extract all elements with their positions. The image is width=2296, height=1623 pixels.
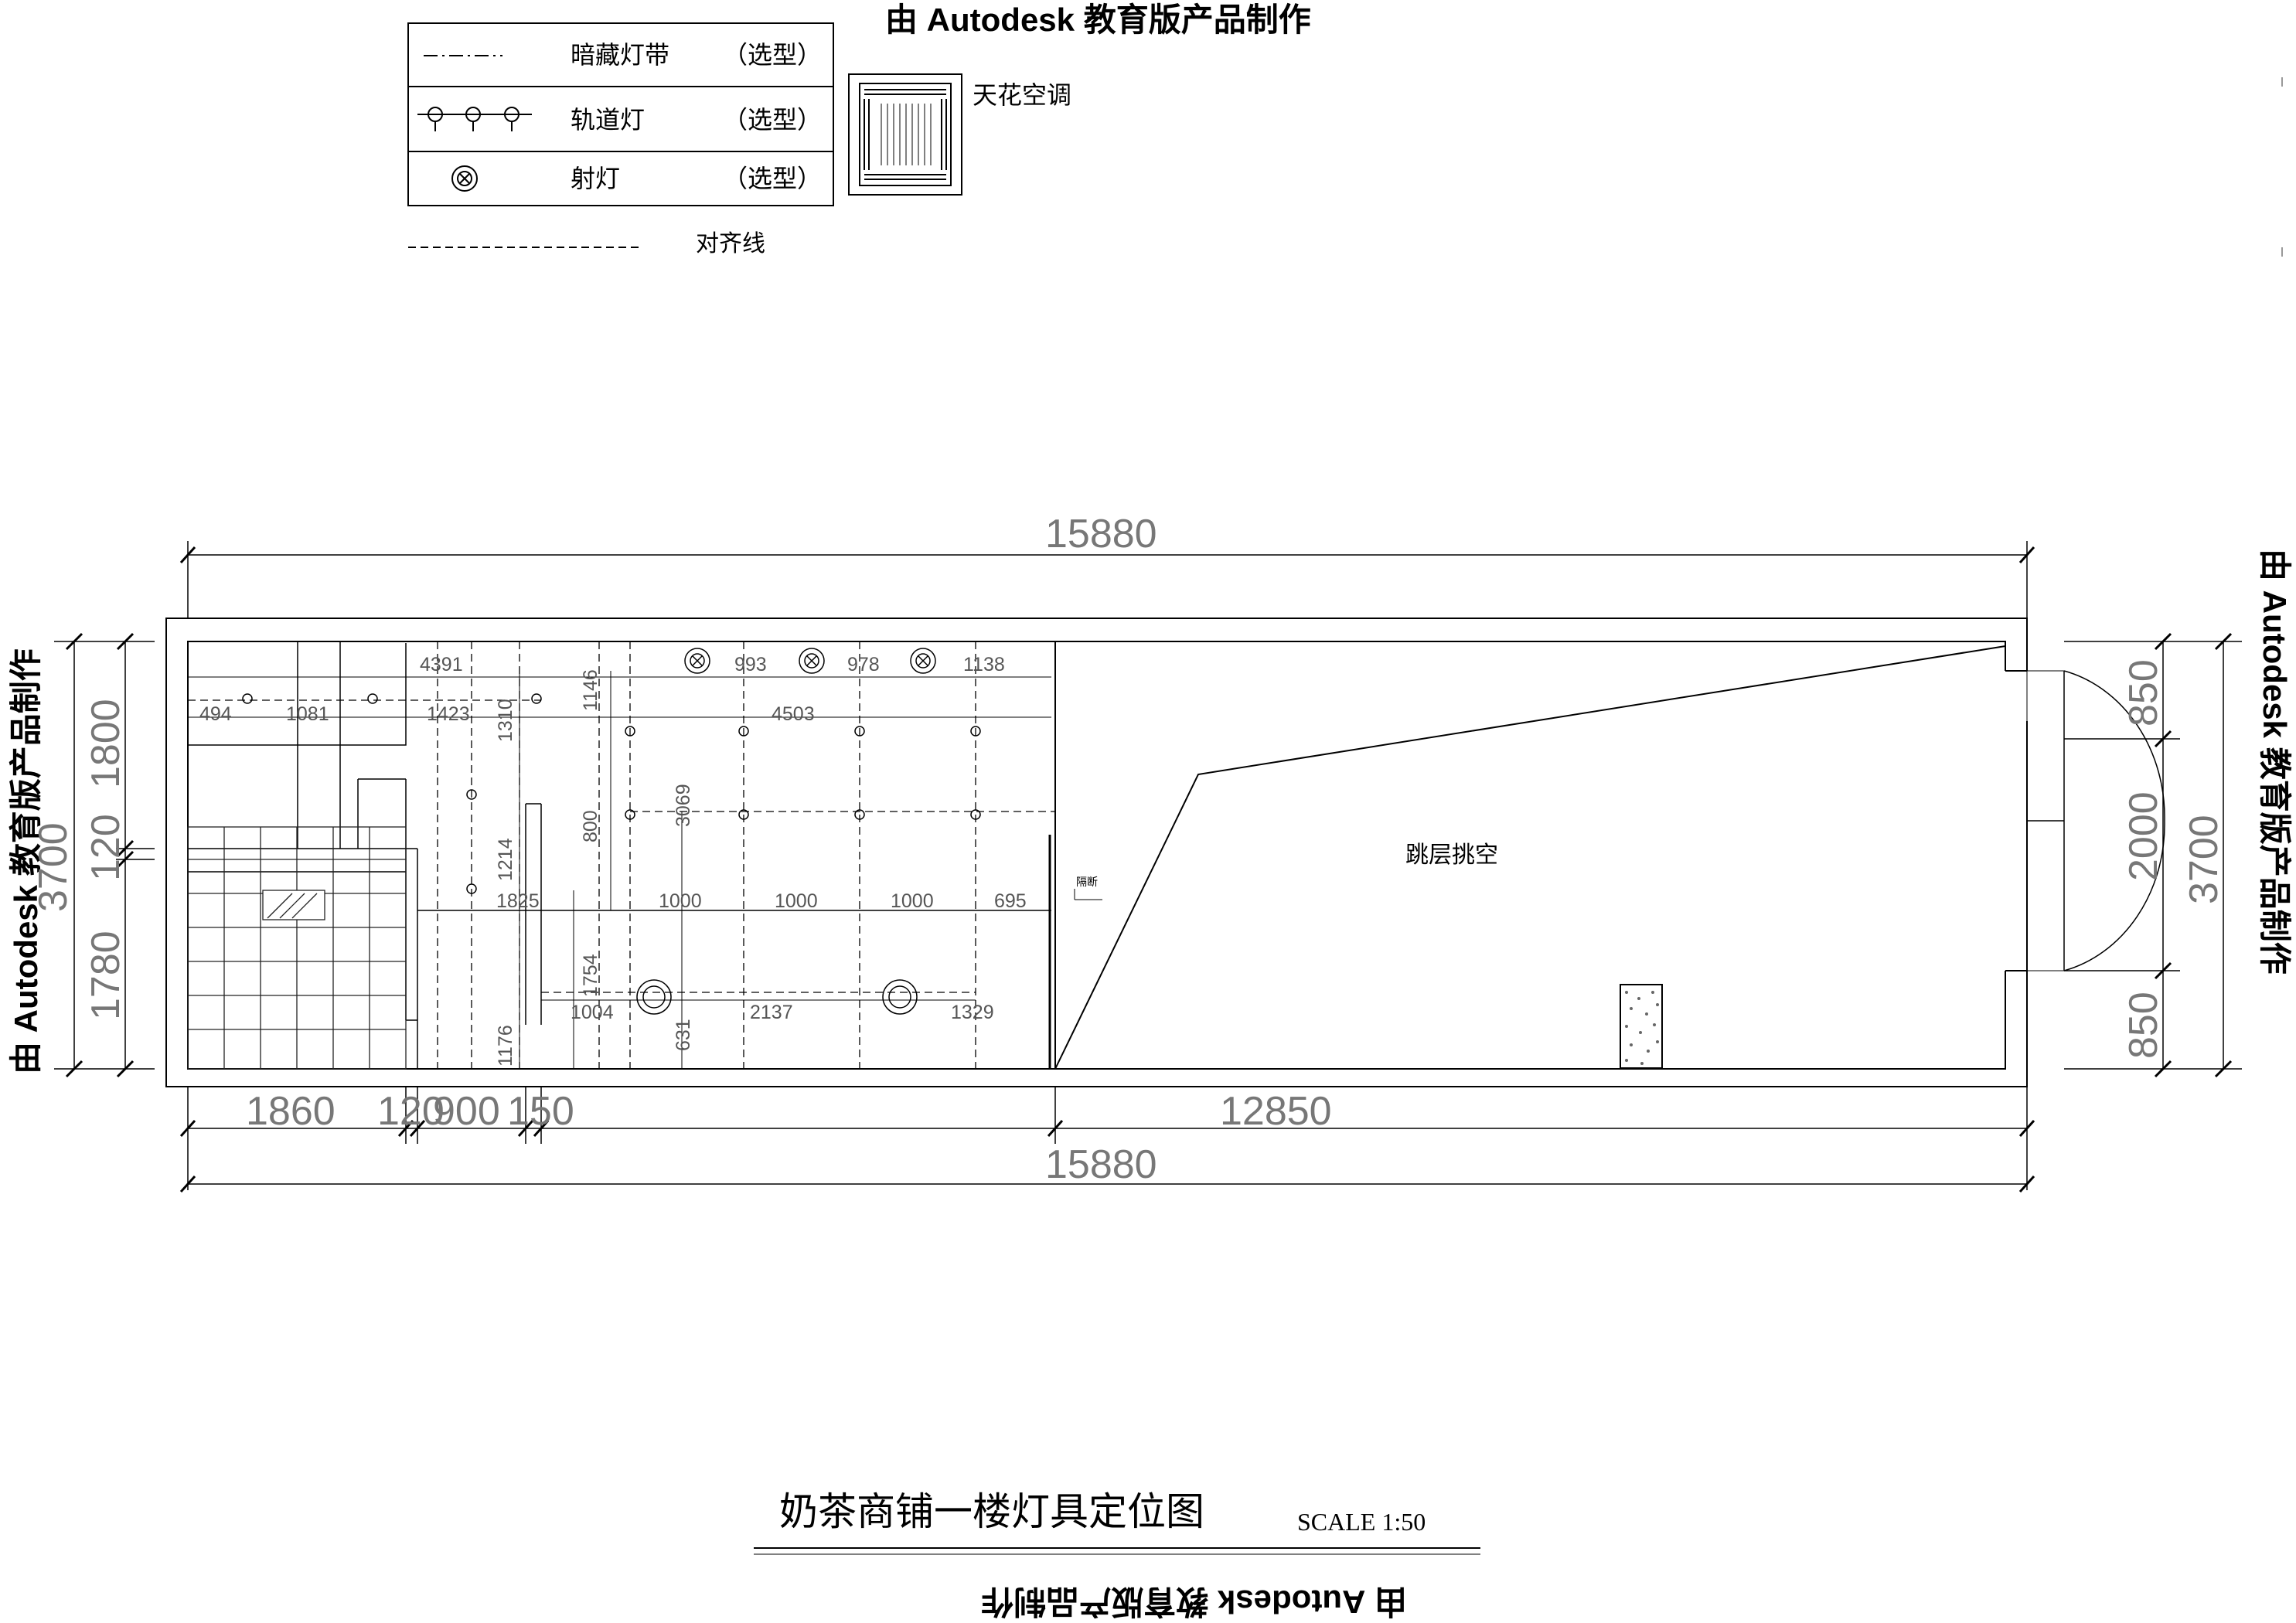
- dimension-chains: [54, 541, 2242, 1193]
- void-label: 跳层挑空: [1405, 842, 1498, 869]
- svg-text:850: 850: [2121, 992, 2166, 1059]
- downlight-2: [882, 979, 918, 1015]
- legend-label-hidden-strip: 暗藏灯带: [571, 40, 669, 70]
- svg-text:4391: 4391: [420, 654, 463, 675]
- svg-text:1800: 1800: [83, 699, 128, 788]
- spotlight-2: [799, 648, 825, 674]
- floor-tile-grid: [187, 826, 407, 1070]
- svg-text:2137: 2137: [750, 1002, 793, 1023]
- downlight-1: [636, 979, 672, 1015]
- legend-label-track-light: 轨道灯: [571, 105, 645, 134]
- svg-text:4503: 4503: [772, 703, 815, 725]
- svg-text:3700: 3700: [31, 822, 76, 912]
- svg-text:631: 631: [673, 1019, 694, 1051]
- svg-text:800: 800: [580, 810, 601, 842]
- partition-label: 隔断: [1076, 876, 1098, 889]
- svg-text:850: 850: [2121, 659, 2166, 726]
- svg-text:494: 494: [199, 703, 232, 725]
- svg-text:900: 900: [433, 1089, 500, 1134]
- svg-text:2000: 2000: [2121, 791, 2166, 881]
- drawing-scale: SCALE 1:50: [1297, 1508, 1426, 1536]
- svg-text:120: 120: [377, 1089, 445, 1134]
- svg-text:1423: 1423: [427, 703, 470, 725]
- svg-text:993: 993: [734, 654, 767, 675]
- legend-note-track-light: （选型）: [723, 105, 822, 134]
- spotlight-3: [910, 648, 936, 674]
- svg-text:1214: 1214: [495, 838, 516, 881]
- svg-text:1000: 1000: [775, 890, 818, 912]
- svg-text:1176: 1176: [495, 1025, 516, 1067]
- svg-text:15880: 15880: [1045, 1142, 1157, 1187]
- ceiling-ac-icon: [848, 73, 962, 196]
- watermark-top: 由 Autodesk 教育版产品制作: [885, 2, 1311, 38]
- svg-text:3700: 3700: [2182, 815, 2226, 904]
- svg-text:1310: 1310: [495, 699, 516, 742]
- watermark-bottom: 由 Autodesk 教育版产品制作: [981, 1584, 1407, 1620]
- small-light-points: [242, 693, 981, 894]
- watermark-right: 由 Autodesk 教育版产品制作: [2257, 549, 2293, 975]
- title-block: 奶茶商铺一楼灯具定位图 SCALE 1:50: [754, 1489, 1480, 1555]
- svg-text:1081: 1081: [286, 703, 329, 725]
- svg-text:1146: 1146: [580, 669, 601, 711]
- svg-text:12850: 12850: [1220, 1089, 1332, 1134]
- svg-text:1004: 1004: [571, 1002, 614, 1023]
- track-light-icon: [417, 107, 532, 131]
- svg-text:695: 695: [994, 890, 1027, 912]
- svg-text:120: 120: [83, 814, 128, 881]
- spotlight-icon: [451, 165, 478, 192]
- svg-text:1860: 1860: [246, 1089, 336, 1134]
- void-outline: [1054, 645, 2006, 1070]
- outer-dimension-text: 15880 1860 120 900 150 12850 15880 3700 …: [31, 512, 2226, 1187]
- legend: 暗藏灯带 （选型） 轨道灯 （选型） 射灯 （选型） 对齐线: [407, 22, 1071, 257]
- legend-label-align-line: 对齐线: [696, 230, 765, 257]
- svg-text:1138: 1138: [963, 654, 1005, 675]
- spotlight-1: [684, 648, 710, 674]
- inner-dimensions: 4391 494 1081 1423 1310 1146 993 978 113…: [199, 654, 1027, 1067]
- svg-text:1000: 1000: [659, 890, 702, 912]
- lighting-fixtures: [242, 648, 981, 1015]
- svg-text:978: 978: [847, 654, 880, 675]
- legend-label-ceiling-ac: 天花空调: [973, 80, 1071, 110]
- svg-text:1329: 1329: [951, 1002, 994, 1023]
- legend-label-spotlight: 射灯: [571, 164, 620, 193]
- svg-text:1780: 1780: [83, 931, 128, 1020]
- legend-note-spotlight: （选型）: [723, 164, 822, 193]
- svg-text:150: 150: [507, 1089, 574, 1134]
- svg-text:3069: 3069: [673, 784, 694, 827]
- drawing-title: 奶茶商铺一楼灯具定位图: [779, 1489, 1204, 1534]
- floor-plan: [165, 618, 2165, 1087]
- svg-text:1825: 1825: [496, 890, 540, 912]
- svg-text:1754: 1754: [580, 954, 601, 997]
- legend-note-hidden-strip: （选型）: [723, 40, 822, 70]
- svg-text:15880: 15880: [1045, 512, 1157, 556]
- structural-column: [1620, 984, 1663, 1069]
- watermark-left: 由 Autodesk 教育版产品制作: [8, 648, 44, 1074]
- svg-text:1000: 1000: [891, 890, 934, 912]
